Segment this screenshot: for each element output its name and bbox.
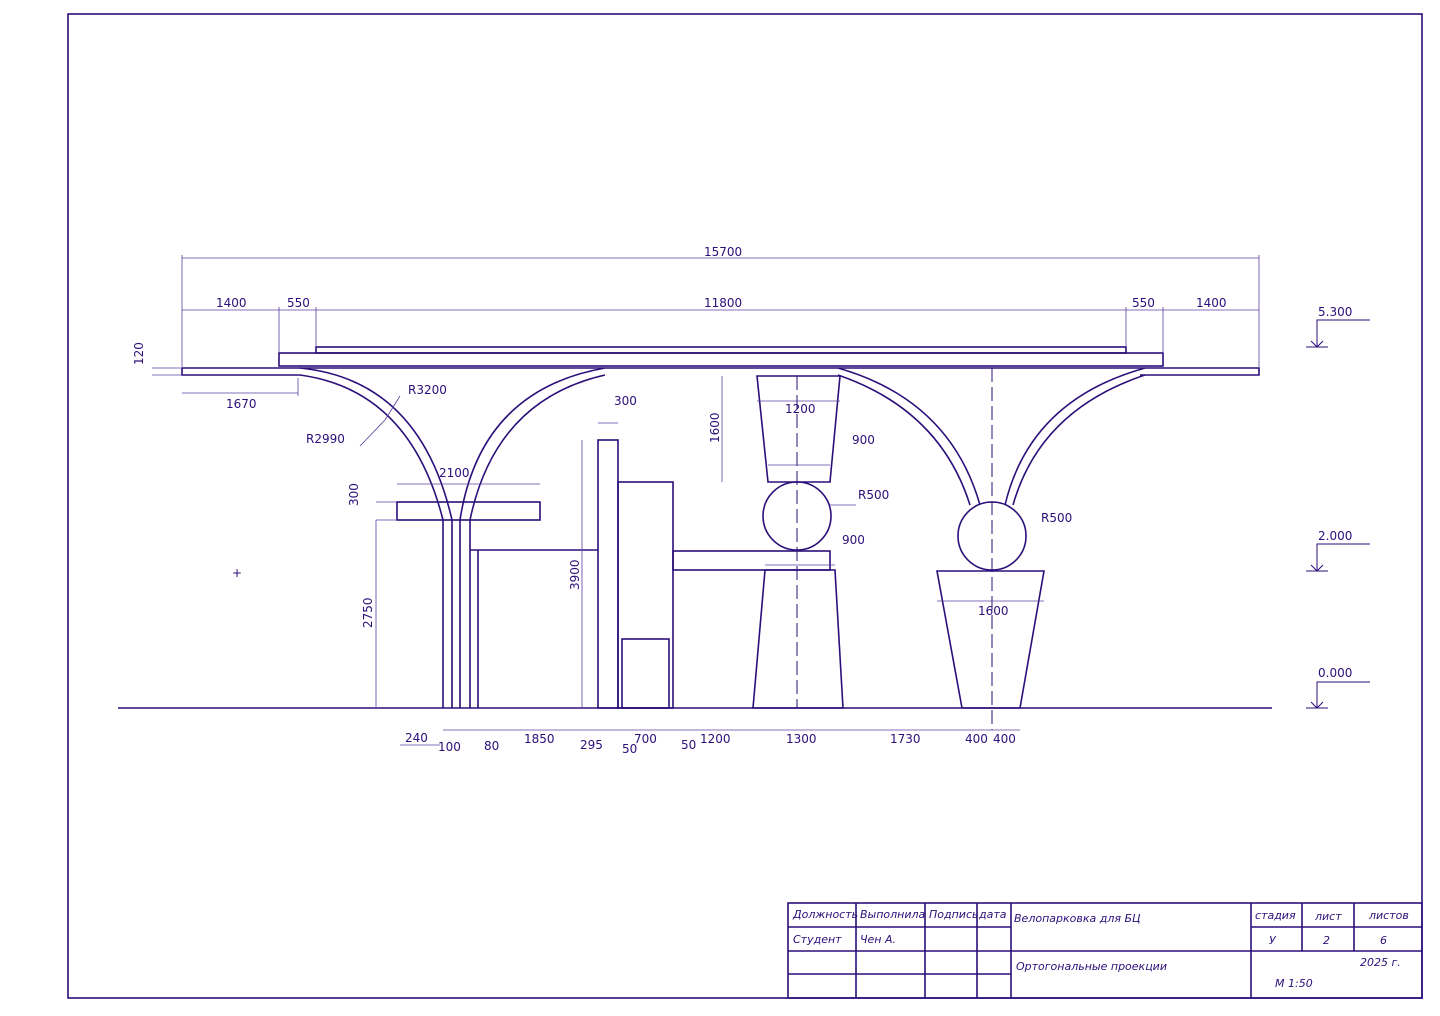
dim-top: 1400	[1196, 296, 1227, 310]
dim-bottom: 80	[484, 739, 499, 753]
sheet-title: Ортогональные проекции	[1016, 960, 1167, 973]
level-5300: 5.300	[1318, 305, 1352, 319]
dim-top: 550	[287, 296, 310, 310]
sheet-label: лист	[1314, 910, 1342, 923]
dim-planter-height: 1600	[708, 412, 722, 443]
dim-bottom: 400	[993, 732, 1016, 746]
dim-right-planter: 1600	[978, 604, 1009, 618]
dimension-lines	[152, 255, 1260, 746]
dim-bottom: 50	[681, 738, 696, 752]
dim-panel-width: 300	[614, 394, 637, 408]
dim-planter-top: 1200	[785, 402, 816, 416]
dim-table-thickness: 300	[347, 483, 361, 506]
scale: М 1:50	[1275, 977, 1313, 990]
pedestal	[752, 569, 844, 709]
svg-text:+: +	[232, 566, 242, 580]
dim-bottom: 700	[634, 732, 657, 746]
roof-beam	[182, 367, 1260, 376]
level-0000: 0.000	[1318, 666, 1352, 680]
stage: У	[1269, 934, 1277, 947]
dim-sphere-2: R500	[1041, 511, 1072, 525]
arch-right-1	[837, 367, 981, 506]
dim-overall: 15700	[704, 245, 742, 259]
dim-top: 1400	[216, 296, 247, 310]
dim-bottom: 240	[405, 731, 428, 745]
position: Студент	[793, 933, 842, 946]
sheet-frame	[67, 13, 1423, 999]
sheets-label: листов	[1368, 909, 1409, 922]
tall-panel	[597, 439, 619, 709]
table-top	[396, 501, 541, 521]
elevation-drawing: +	[118, 346, 1272, 730]
level-marks: 5.300 2.000 0.000	[1306, 305, 1370, 709]
dim-bottom: 100	[438, 740, 461, 754]
cabinet	[617, 481, 674, 709]
roof-slab	[278, 352, 1164, 367]
arch-right-2	[1004, 367, 1146, 506]
project-title: Велопарковка для БЦ	[1014, 912, 1141, 925]
arch-left-outer	[299, 374, 444, 708]
dim-panel-height: 3900	[568, 559, 582, 590]
title-block: Должность Выполнила Подпись дата Студент…	[787, 902, 1423, 999]
dim-bottom: 295	[580, 738, 603, 752]
upper-planter	[756, 375, 841, 483]
level-2000: 2.000	[1318, 529, 1352, 543]
right-planter	[936, 570, 1045, 709]
author: Чен А.	[860, 933, 896, 946]
dim-bottom: 1200	[700, 732, 731, 746]
dim-top: 11800	[704, 296, 742, 310]
dim-bottom: 1730	[890, 732, 921, 746]
dim-overhang: 1670	[226, 397, 257, 411]
dim-top: 550	[1132, 296, 1155, 310]
stage-label: стадия	[1255, 909, 1296, 922]
dim-table-width: 2100	[439, 466, 470, 480]
dim-sphere-1: R500	[858, 488, 889, 502]
dim-slab: 120	[132, 342, 146, 365]
dim-bottom: 50	[622, 742, 637, 756]
arch-left-inner	[459, 367, 606, 708]
sheet-number: 2	[1323, 934, 1330, 947]
dim-bottom: 1300	[786, 732, 817, 746]
dim-bottom: 1850	[524, 732, 555, 746]
sheets-count: 6	[1380, 934, 1387, 947]
dimension-labels: 15700 1400 550 11800 550 1400 120 1670 R…	[132, 245, 1227, 756]
roof-top-slab	[315, 346, 1127, 354]
dim-planter-bottom: 900	[852, 433, 875, 447]
header-position: Должность	[792, 908, 858, 921]
beam	[672, 550, 831, 571]
dim-radius-inner: R2990	[306, 432, 345, 446]
header-date: дата	[978, 908, 1007, 921]
header-author: Выполнила	[860, 908, 926, 921]
dim-table-height: 2750	[361, 597, 375, 628]
dim-bottom: 400	[965, 732, 988, 746]
cabinet-door	[621, 638, 670, 709]
dim-pedestal-top: 900	[842, 533, 865, 547]
year: 2025 г.	[1360, 956, 1401, 969]
header-signature: Подпись	[929, 908, 978, 921]
dim-radius-outer: R3200	[408, 383, 447, 397]
